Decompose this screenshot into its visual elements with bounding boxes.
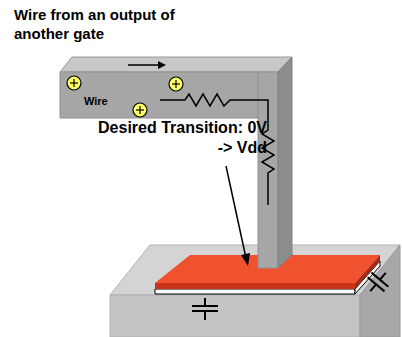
current-arrow: [128, 61, 166, 69]
wire-label: Wire: [84, 95, 108, 109]
gate-plate-front: [155, 283, 355, 289]
capacitor-symbol: [362, 266, 394, 299]
wire-front: [60, 72, 258, 118]
substrate-front: [110, 295, 360, 337]
figure-title: Wire from an output of another gate: [14, 6, 184, 44]
charge-symbol: [67, 76, 183, 117]
wire-top: [60, 57, 292, 72]
wire-column-side: [278, 57, 292, 268]
leader-arrow: [226, 166, 250, 266]
oxide-layer: [155, 289, 355, 294]
capacitor-symbol: [192, 298, 218, 320]
substrate-top: [110, 245, 400, 295]
transition-label: Desired Transition: 0V -> Vdd: [95, 118, 267, 158]
